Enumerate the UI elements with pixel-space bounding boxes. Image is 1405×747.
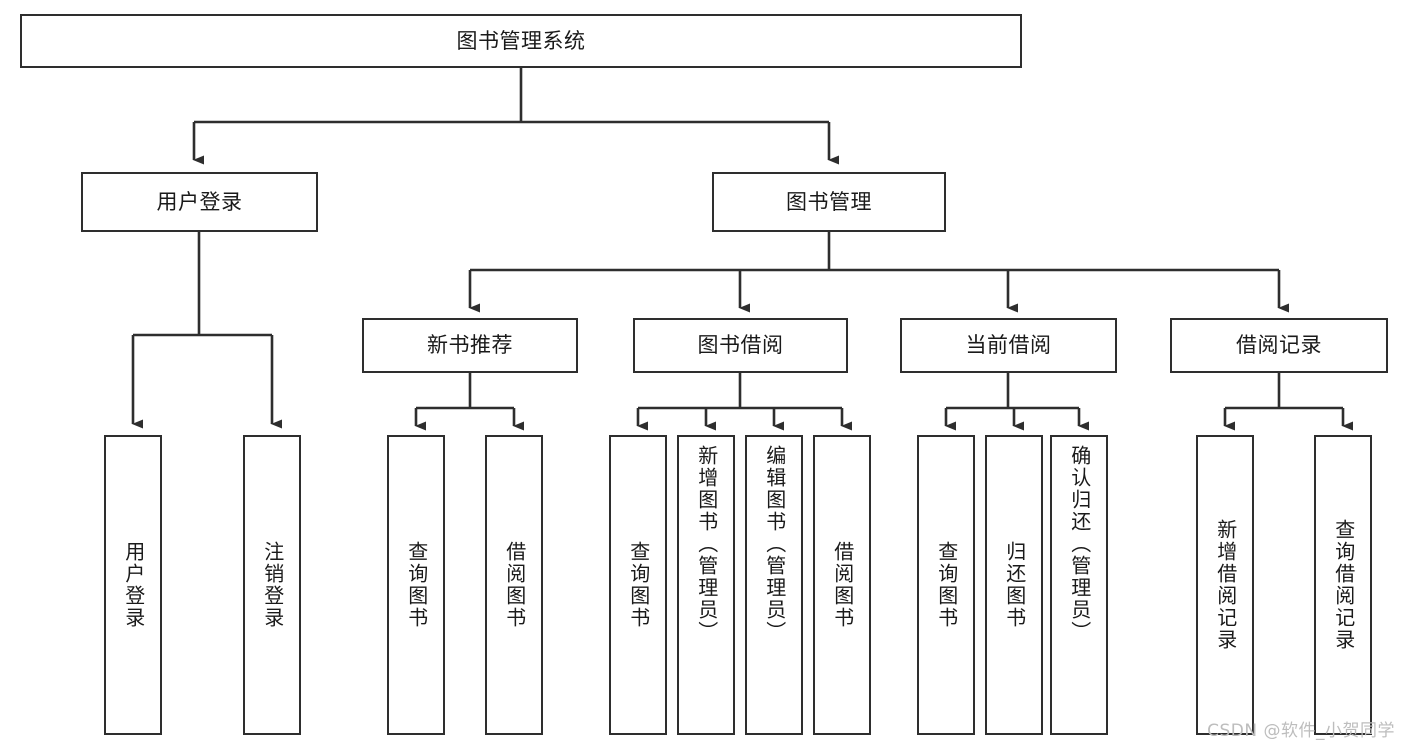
node-leaf-add-book-admin[interactable]: 新增图书（管理员） xyxy=(677,435,735,735)
node-new-book-recommendation[interactable]: 新书推荐 xyxy=(362,318,578,373)
node-user-login[interactable]: 用户登录 xyxy=(81,172,318,232)
node-label: 查询图书 xyxy=(404,541,429,629)
node-leaf-borrow-book-1[interactable]: 借阅图书 xyxy=(485,435,543,735)
node-leaf-add-borrow-record[interactable]: 新增借阅记录 xyxy=(1196,435,1254,735)
node-leaf-query-borrow-record[interactable]: 查询借阅记录 xyxy=(1314,435,1372,735)
node-leaf-return-book[interactable]: 归还图书 xyxy=(985,435,1043,735)
node-leaf-edit-book-admin[interactable]: 编辑图书（管理员） xyxy=(745,435,803,735)
csdn-watermark: CSDN @软件_小贺同学 xyxy=(1207,721,1395,741)
node-label: 归还图书 xyxy=(1002,541,1027,629)
node-leaf-borrow-book-2[interactable]: 借阅图书 xyxy=(813,435,871,735)
node-label: 借阅图书 xyxy=(830,541,855,629)
node-label: 新增借阅记录 xyxy=(1213,519,1238,651)
node-label: 查询图书 xyxy=(934,541,959,629)
node-label: 借阅记录 xyxy=(1236,333,1322,357)
node-label: 确认归还（管理员） xyxy=(1067,445,1092,643)
node-borrow-record[interactable]: 借阅记录 xyxy=(1170,318,1388,373)
node-label: 新增图书（管理员） xyxy=(694,445,719,643)
node-label: 用户登录 xyxy=(121,541,146,629)
node-leaf-logout-login[interactable]: 注销登录 xyxy=(243,435,301,735)
node-leaf-query-book-2[interactable]: 查询图书 xyxy=(609,435,667,735)
node-label: 图书管理系统 xyxy=(456,28,586,53)
node-leaf-query-book-1[interactable]: 查询图书 xyxy=(387,435,445,735)
node-label: 图书借阅 xyxy=(697,333,784,357)
node-label: 当前借阅 xyxy=(965,333,1052,357)
node-label: 用户登录 xyxy=(156,189,243,214)
node-label: 借阅图书 xyxy=(502,541,527,629)
node-current-borrow[interactable]: 当前借阅 xyxy=(900,318,1117,373)
node-book-borrow[interactable]: 图书借阅 xyxy=(633,318,848,373)
node-leaf-confirm-return-admin[interactable]: 确认归还（管理员） xyxy=(1050,435,1108,735)
node-leaf-query-book-3[interactable]: 查询图书 xyxy=(917,435,975,735)
node-root-book-management-system[interactable]: 图书管理系统 xyxy=(20,14,1022,68)
node-label: 图书管理 xyxy=(786,189,872,214)
node-label: 查询借阅记录 xyxy=(1331,519,1356,651)
node-label: 编辑图书（管理员） xyxy=(762,445,787,643)
node-label: 查询图书 xyxy=(626,541,651,629)
node-label: 注销登录 xyxy=(260,541,285,629)
node-label: 新书推荐 xyxy=(427,333,513,357)
node-book-management[interactable]: 图书管理 xyxy=(712,172,946,232)
node-leaf-user-login[interactable]: 用户登录 xyxy=(104,435,162,735)
